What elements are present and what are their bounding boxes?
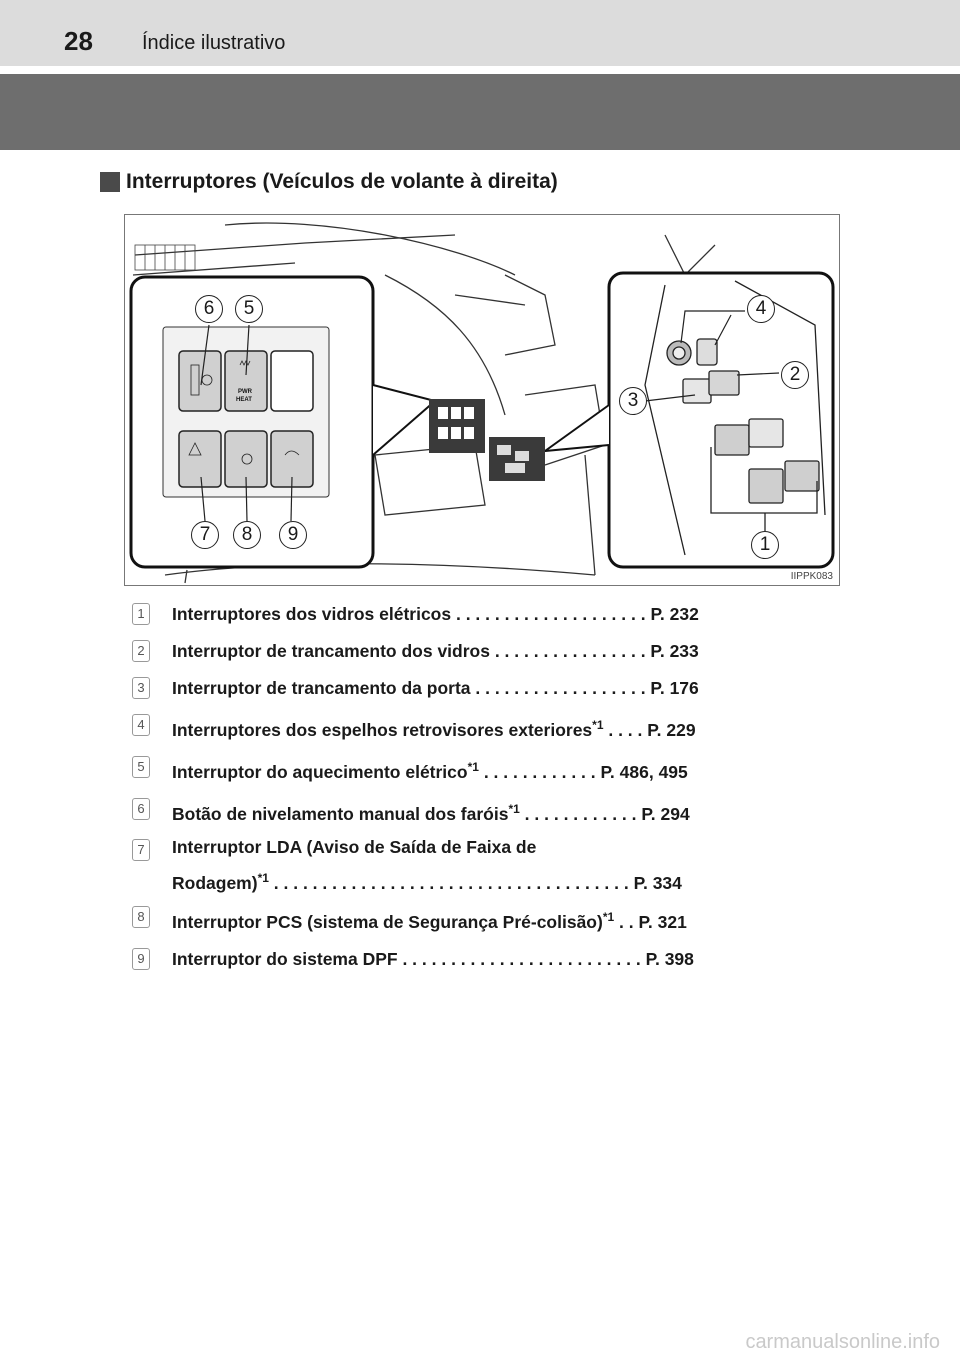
callout-3: 3 (619, 387, 647, 415)
list-item: 6 Botão de nivelamento manual dos faróis… (132, 791, 832, 833)
item-label: Interruptor de trancamento da porta (172, 678, 471, 698)
item-number: 6 (132, 797, 150, 820)
watermark: carmanualsonline.info (745, 1331, 940, 1353)
switch-reference-list: 1 Interruptores dos vidros elétricos . .… (132, 596, 832, 978)
callout-4: 4 (747, 295, 775, 323)
item-page-ref[interactable]: P. 398 (645, 949, 694, 970)
item-label: Interruptores dos vidros elétricos (172, 604, 452, 624)
figure-code: IIPPK083 (790, 571, 833, 582)
dashboard-drawing: PWR HEAT (129, 222, 835, 584)
item-dots: . . . . . . . . . . . . . . . . (489, 641, 651, 661)
item-label: Interruptor do sistema DPF (172, 949, 398, 970)
callout-9: 9 (279, 521, 307, 549)
heading-square-icon (100, 172, 120, 192)
list-item: 2 Interruptor de trancamento dos vidros … (132, 633, 832, 670)
section-title: Índice ilustrativo (142, 32, 286, 54)
item-dots: . . . . . . . . . . . . . . . . . . . . … (268, 873, 634, 894)
item-page-ref[interactable]: P. 294 (641, 803, 690, 824)
item-label: Botão de nivelamento manual dos faróis (172, 803, 509, 824)
item-dots: . . (614, 912, 639, 933)
item-label: Rodagem) (172, 873, 258, 894)
item-page-ref[interactable]: P. 321 (638, 912, 687, 933)
item-dots: . . . . . . . . . . . . . . . . . . . . (451, 604, 651, 624)
callout-5: 5 (235, 295, 263, 323)
list-item: 8 Interruptor PCS (sistema de Segurança … (132, 899, 832, 941)
item-label: Interruptor do aquecimento elétrico (172, 761, 468, 782)
item-number: 1 (132, 603, 150, 625)
item-dots: . . . . . . . . . . . . (519, 803, 642, 824)
page-number: 28 (64, 26, 93, 56)
callout-6: 6 (195, 295, 223, 323)
switches-illustration: PWR HEAT (124, 214, 840, 586)
item-page-ref[interactable]: P. 232 (650, 604, 699, 624)
item-dots: . . . . . . . . . . . . . . . . . . . . … (397, 949, 646, 970)
item-label: Interruptor PCS (sistema de Segurança Pr… (172, 912, 603, 933)
callout-1: 1 (751, 531, 779, 559)
item-dots: . . . . . . . . . . . . . . . . . . (470, 678, 651, 698)
item-number: 8 (132, 906, 150, 929)
item-dots: . . . . (603, 719, 648, 740)
item-page-ref[interactable]: P. 233 (650, 641, 699, 661)
header-band (0, 74, 960, 150)
item-page-ref[interactable]: P. 176 (650, 678, 699, 698)
footnote-mark: *1 (602, 910, 615, 925)
item-page-ref[interactable]: P. 486, 495 (600, 761, 688, 782)
heading-text: Interruptores (Veículos de volante à dir… (126, 170, 558, 193)
item-label-line1: Interruptor LDA (Aviso de Saída de Faixa… (172, 837, 537, 858)
callout-2: 2 (781, 361, 809, 389)
heat-label: HEAT (236, 397, 252, 403)
item-label: Interruptor de trancamento dos vidros (172, 641, 490, 661)
pwr-label: PWR (238, 389, 253, 395)
item-label: Interruptores dos espelhos retrovisores … (172, 719, 593, 740)
callout-7: 7 (191, 521, 219, 549)
list-item: 4 Interruptores dos espelhos retrovisore… (132, 707, 832, 749)
section-heading: Interruptores (Veículos de volante à dir… (100, 170, 558, 194)
item-number: 7 (132, 839, 150, 862)
item-dots: . . . . . . . . . . . . (478, 761, 601, 782)
footnote-mark: *1 (592, 718, 604, 732)
footnote-mark: *1 (467, 759, 479, 774)
item-page-ref[interactable]: P. 229 (647, 719, 696, 740)
item-number: 9 (132, 948, 150, 971)
item-number: 4 (132, 714, 150, 736)
list-item: 5 Interruptor do aquecimento elétrico*1 … (132, 749, 832, 791)
list-item: 1 Interruptores dos vidros elétricos . .… (132, 596, 832, 633)
page-header: 28 Índice ilustrativo (0, 0, 960, 66)
list-item: 7 Interruptor LDA (Aviso de Saída de Fai… (132, 832, 832, 899)
callout-8: 8 (233, 521, 261, 549)
item-number: 5 (132, 755, 150, 778)
item-page-ref[interactable]: P. 334 (633, 873, 682, 894)
list-item: 3 Interruptor de trancamento da porta . … (132, 670, 832, 707)
list-item: 9 Interruptor do sistema DPF . . . . . .… (132, 941, 832, 978)
item-number: 2 (132, 640, 150, 662)
footnote-mark: *1 (257, 871, 269, 886)
footnote-mark: *1 (508, 801, 520, 816)
item-number: 3 (132, 677, 150, 699)
